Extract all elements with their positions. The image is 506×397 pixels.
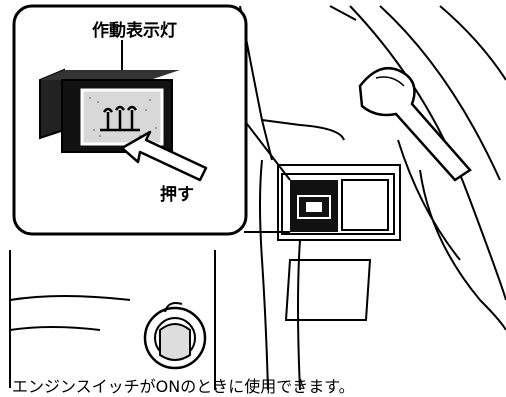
caption-text: エンジンスイッチがONのときに使用できます。 xyxy=(12,377,355,396)
control-knob xyxy=(143,302,207,370)
wiper-stalk xyxy=(358,67,472,182)
rear-defogger-icon xyxy=(100,105,140,132)
push-label: 押す xyxy=(160,185,194,205)
defogger-switch-button xyxy=(39,68,180,153)
push-arrow xyxy=(120,130,208,182)
dashboard-panel xyxy=(9,5,506,391)
indicator-lamp-label: 作動表示灯 xyxy=(92,21,177,41)
switch-panel xyxy=(281,173,395,235)
callout-pointer xyxy=(243,119,291,233)
